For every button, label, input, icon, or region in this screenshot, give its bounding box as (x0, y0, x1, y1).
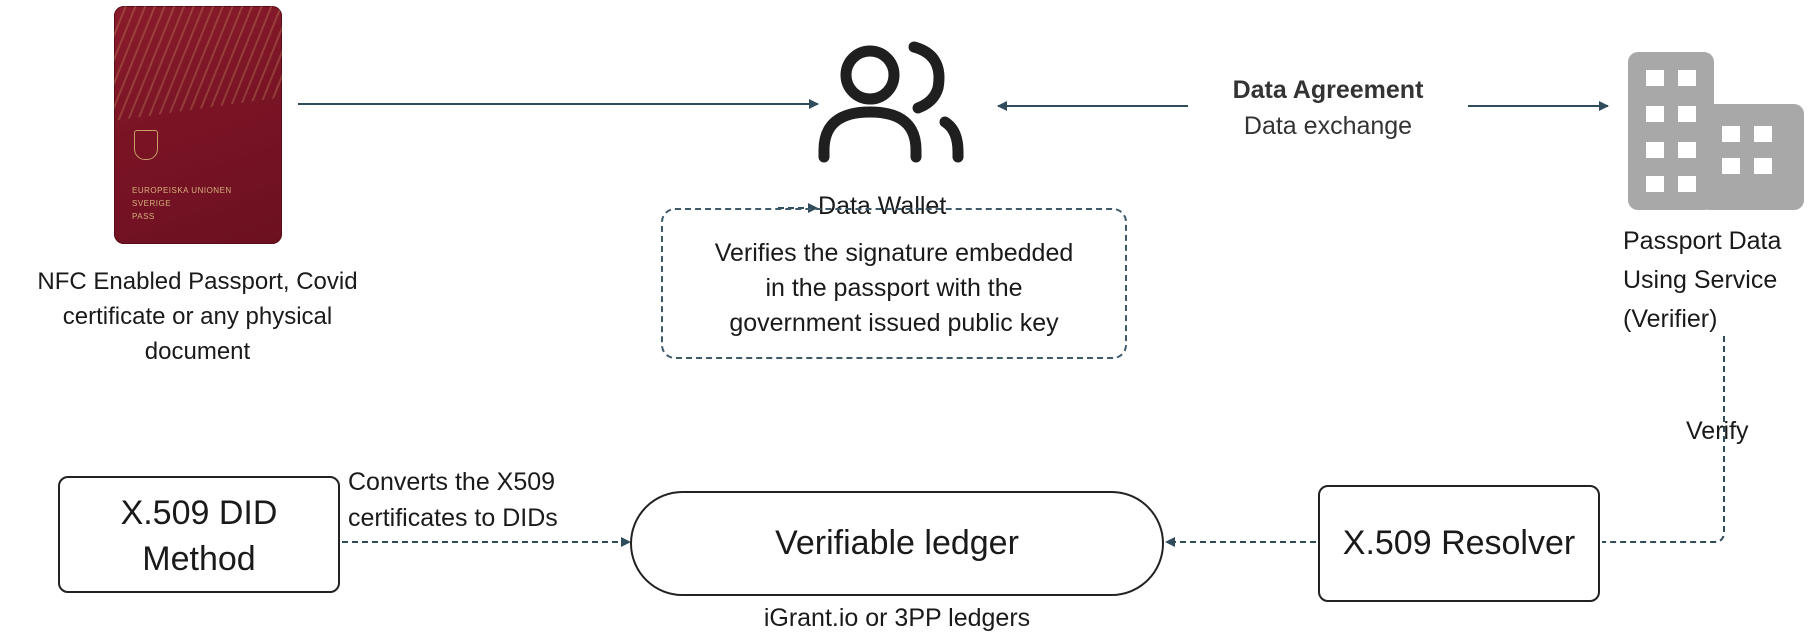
crest-icon (134, 130, 158, 160)
ledger-caption: iGrant.io or 3PP ledgers (763, 604, 1031, 632)
passport-cover-line: EUROPEISKA UNIONEN (132, 186, 232, 195)
x509-did-method-title: X.509 DID Method (120, 494, 278, 578)
converts-label: Converts the X509 certificates to DIDs (348, 468, 558, 532)
verifiable-ledger-title: Verifiable ledger (775, 524, 1019, 562)
x509-resolver-title: X.509 Resolver (1342, 524, 1576, 562)
x509-did-method-box: X.509 DID Method (58, 476, 340, 593)
building-icon (1628, 52, 1804, 210)
verifiable-ledger-node: Verifiable ledger (630, 491, 1164, 596)
wallet-description-box: Verifies the signature embedded in the p… (661, 208, 1127, 359)
verify-label: Verify (1686, 417, 1749, 445)
passport-caption: NFC Enabled Passport, Covid certificate … (37, 268, 358, 365)
passport-cover-line: PASS (132, 212, 155, 221)
data-exchange-label: Data exchange (1243, 112, 1413, 140)
x509-resolver-box: X.509 Resolver (1318, 485, 1600, 602)
wallet-description: Verifies the signature embedded in the p… (714, 239, 1074, 337)
verify-connector (1602, 336, 1725, 543)
data-agreement-title: Data Agreement (1232, 76, 1424, 104)
verifier-label: Passport Data Using Service (Verifier) (1623, 227, 1782, 333)
users-icon (818, 41, 964, 163)
passport-image: EUROPEISKA UNIONEN SVERIGE PASS (114, 6, 282, 244)
data-wallet-label: Data Wallet (818, 192, 947, 220)
data-agreement-label: Data Agreement Data exchange (1188, 72, 1468, 144)
passport-cover-line: SVERIGE (132, 199, 172, 208)
